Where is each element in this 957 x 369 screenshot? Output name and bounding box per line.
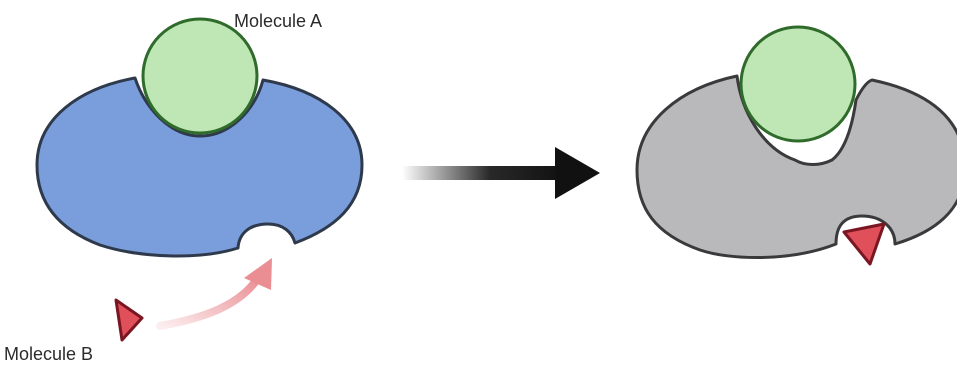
transition-arrow-shaft: [402, 166, 562, 180]
enzyme-final-state: [635, 74, 957, 259]
enzyme-initial-state: [35, 76, 364, 258]
molecule-b-free: [114, 298, 144, 342]
molecule-a-right: [739, 25, 857, 143]
binding-arrow: [156, 274, 262, 330]
transition-arrow-head: [555, 147, 600, 199]
molecule-b-label: Molecule B: [4, 344, 93, 364]
binding-arrow-head: [244, 258, 272, 290]
molecule-b-bound: [842, 222, 886, 266]
molecule-a-label: Molecule A: [234, 11, 322, 31]
molecule-a-left: [141, 17, 259, 135]
